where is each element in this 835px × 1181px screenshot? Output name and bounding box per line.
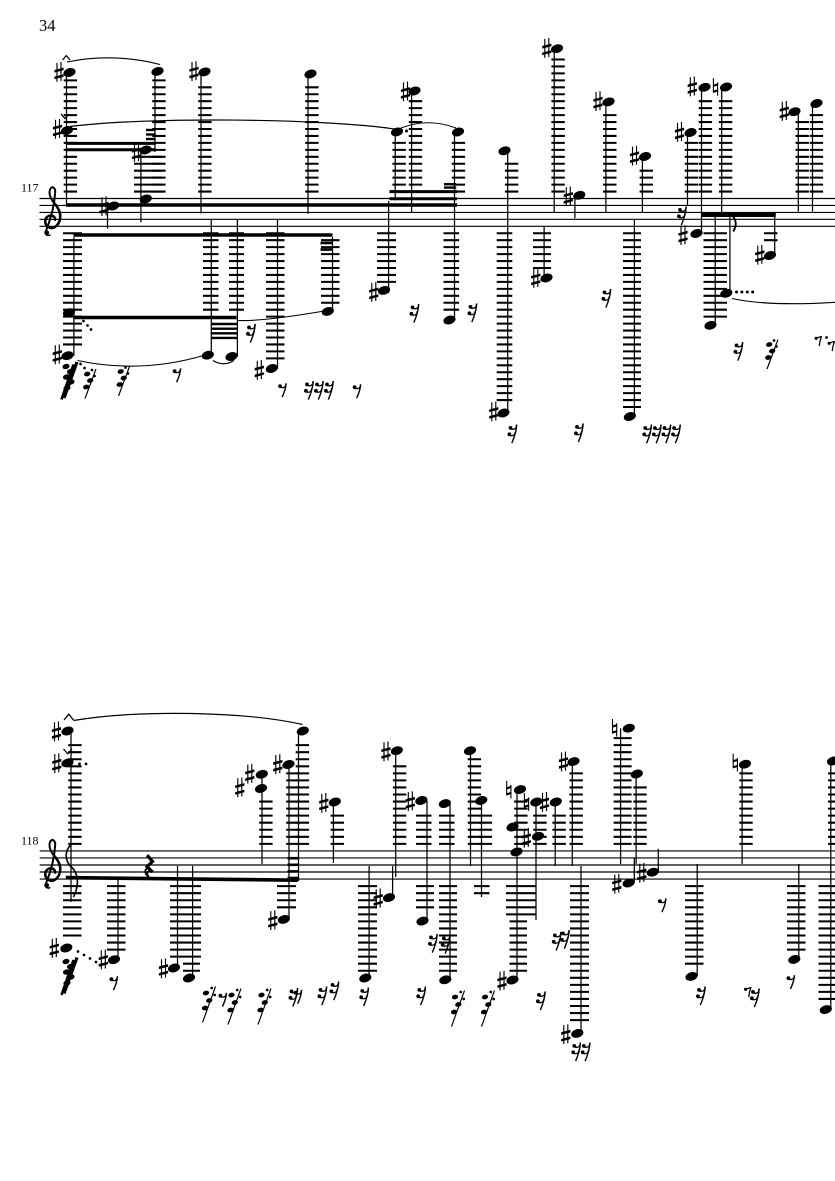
- svg-text:117: 117: [21, 181, 39, 195]
- svg-text:118: 118: [21, 834, 39, 848]
- svg-text:34: 34: [39, 16, 56, 35]
